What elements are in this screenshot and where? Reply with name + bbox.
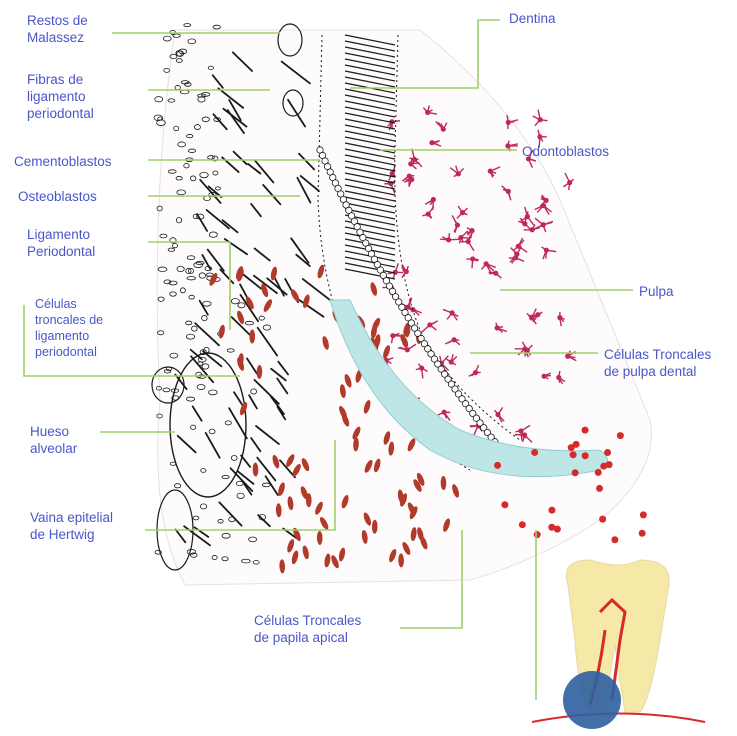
cell-nucleus <box>537 134 542 139</box>
papilla-stem-cell <box>600 463 607 470</box>
cell-nucleus <box>390 171 395 176</box>
cell-nucleus <box>441 127 446 132</box>
cell-nucleus <box>516 244 521 249</box>
papilla-stem-cell <box>639 530 646 537</box>
papilla-stem-cell <box>640 511 647 518</box>
bone-cell <box>184 23 191 26</box>
label-celulas-troncales-pulpa: Células Troncales de pulpa dental <box>604 346 711 380</box>
label-celulas-troncales-ligamento: Células troncales de ligamento periodont… <box>35 296 103 360</box>
papilla-stem-cell <box>548 524 555 531</box>
papilla-stem-cell <box>534 531 541 538</box>
cell-nucleus <box>567 180 572 185</box>
cell-nucleus <box>460 210 465 215</box>
cell-nucleus <box>538 117 543 122</box>
cell-nucleus <box>412 157 417 162</box>
label-osteoblastos: Osteoblastos <box>18 188 97 205</box>
cell-nucleus <box>506 189 511 194</box>
cell-nucleus <box>495 412 500 417</box>
label-fibras-ligamento: Fibras de ligamento periodontal <box>27 71 94 122</box>
cell-nucleus <box>493 271 498 276</box>
cell-nucleus <box>484 261 489 266</box>
cell-nucleus <box>557 315 562 320</box>
cell-nucleus <box>429 140 434 145</box>
cell-nucleus <box>522 432 527 437</box>
papilla-stem-cell <box>501 501 508 508</box>
cell-nucleus <box>506 120 511 125</box>
papilla-stem-cell <box>596 485 603 492</box>
cell-nucleus <box>469 228 474 233</box>
apex-highlight-circle <box>563 671 621 729</box>
papilla-stem-cell <box>568 444 575 451</box>
cell-nucleus <box>495 325 500 330</box>
cell-nucleus <box>505 143 510 148</box>
cell-nucleus <box>565 354 570 359</box>
papilla-stem-cell <box>548 507 555 514</box>
cell-nucleus <box>522 221 527 226</box>
papilla-stem-cell <box>494 462 501 469</box>
papilla-stem-cell <box>617 432 624 439</box>
papilla-stem-cell <box>582 452 589 459</box>
cell-nucleus <box>419 365 424 370</box>
cell-nucleus <box>446 237 451 242</box>
papilla-stem-cell <box>595 469 602 476</box>
label-dentina: Dentina <box>509 10 556 27</box>
label-hueso-alveolar: Hueso alveolar <box>30 423 77 457</box>
cell-nucleus <box>514 252 519 257</box>
papilla-stem-cell <box>611 536 618 543</box>
cell-nucleus <box>456 171 461 176</box>
label-restos-malassez: Restos de Malassez <box>27 12 88 46</box>
bone-cell <box>155 97 163 102</box>
pulp-stem-cell <box>563 173 573 190</box>
cell-nucleus <box>455 222 460 227</box>
cell-nucleus <box>473 370 478 375</box>
pulp-stem-cell <box>533 110 548 126</box>
cell-nucleus <box>450 310 455 315</box>
cell-nucleus <box>522 346 527 351</box>
bone-cell <box>164 68 170 72</box>
cell-nucleus <box>442 410 447 415</box>
papilla-stem-cell <box>531 449 538 456</box>
cell-nucleus <box>404 269 409 274</box>
label-odontoblastos: Odontoblastos <box>522 143 609 160</box>
label-vaina-hertwig: Vaina epitelial de Hertwig <box>30 509 113 543</box>
cell-nucleus <box>543 198 548 203</box>
bone-cell <box>163 36 171 41</box>
cell-nucleus <box>458 235 463 240</box>
cell-nucleus <box>426 211 431 216</box>
cell-nucleus <box>525 214 530 219</box>
papilla-stem-cell <box>572 469 579 476</box>
cell-nucleus <box>451 337 456 342</box>
cell-nucleus <box>541 203 546 208</box>
cell-nucleus <box>556 375 561 380</box>
cell-nucleus <box>431 197 436 202</box>
cell-nucleus <box>425 110 430 115</box>
cell-nucleus <box>466 239 471 244</box>
papilla-stem-cell <box>582 427 589 434</box>
bone-cell <box>213 25 220 29</box>
cell-nucleus <box>541 222 546 227</box>
cell-nucleus <box>529 315 534 320</box>
papilla-stem-cell <box>519 521 526 528</box>
papilla-stem-cell <box>599 516 606 523</box>
cell-nucleus <box>541 374 546 379</box>
cell-nucleus <box>544 248 549 253</box>
label-ligamento-periodontal: Ligamento Periodontal <box>27 226 95 260</box>
cell-nucleus <box>406 304 411 309</box>
cell-nucleus <box>390 333 395 338</box>
gum-line <box>532 714 705 723</box>
cell-nucleus <box>518 428 523 433</box>
papilla-stem-cell <box>604 449 611 456</box>
label-cementoblastos: Cementoblastos <box>14 153 112 170</box>
label-celulas-troncales-papila: Células Troncales de papila apical <box>254 612 361 646</box>
papilla-stem-cell <box>570 451 577 458</box>
cell-nucleus <box>407 174 412 179</box>
cell-nucleus <box>470 256 475 261</box>
cell-nucleus <box>488 169 493 174</box>
cell-nucleus <box>427 322 432 327</box>
cell-nucleus <box>449 359 454 364</box>
tooth-inset-icon <box>532 560 705 729</box>
label-pulpa: Pulpa <box>639 283 674 300</box>
cell-nucleus <box>405 347 410 352</box>
